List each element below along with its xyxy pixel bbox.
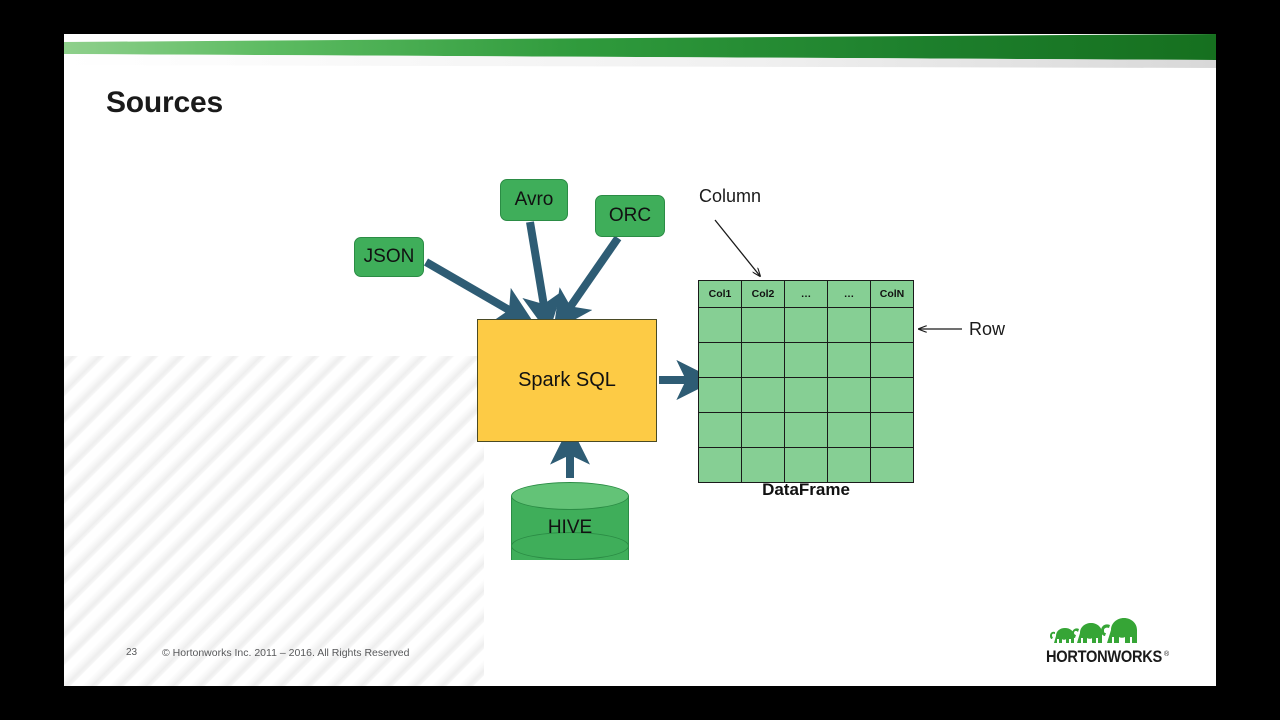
hive-cylinder-bottom (511, 532, 629, 560)
hortonworks-logo: HORTONWORKS ® (1046, 618, 1170, 666)
source-box-json[interactable]: JSON (354, 237, 424, 277)
dataframe-cell (827, 377, 871, 413)
arrow-orc-to-sparksql (553, 235, 622, 332)
source-box-avro-label: Avro (514, 189, 554, 210)
dataframe-cell (741, 307, 785, 343)
table-row (698, 412, 914, 448)
dataframe-cell (698, 412, 742, 448)
dataframe-col-header: Col2 (741, 280, 785, 308)
dataframe-cell (784, 307, 828, 343)
dataframe-col-header: ColN (870, 280, 914, 308)
source-box-orc[interactable]: ORC (595, 195, 665, 237)
dataframe-cell (827, 307, 871, 343)
table-row (698, 342, 914, 378)
source-box-avro[interactable]: Avro (500, 179, 568, 221)
source-box-orc-label: ORC (608, 205, 652, 226)
spark-sql-box[interactable]: Spark SQL (477, 319, 657, 442)
slide-copyright: © Hortonworks Inc. 2011 – 2016. All Righ… (162, 647, 410, 659)
dataframe-cell (741, 342, 785, 378)
sources-diagram: JSON Avro ORC Spark SQL HIVE (64, 34, 1216, 686)
arrow-avro-to-sparksql (522, 221, 562, 335)
dataframe-table: Col1 Col2 … … ColN (698, 280, 914, 483)
presentation-slide: Sources (64, 34, 1216, 686)
dataframe-cell (870, 447, 914, 483)
dataframe-col-header: … (827, 280, 871, 308)
arrow-json-to-sparksql (423, 258, 536, 326)
source-box-json-label: JSON (363, 246, 415, 267)
dataframe-cell (870, 377, 914, 413)
dataframe-cell (784, 447, 828, 483)
dataframe-cell (698, 307, 742, 343)
logo-trademark: ® (1164, 650, 1170, 658)
dataframe-cell (698, 447, 742, 483)
dataframe-header-row: Col1 Col2 … … ColN (698, 280, 914, 308)
dataframe-caption: DataFrame (762, 480, 850, 499)
table-row (698, 307, 914, 343)
dataframe-cell (827, 412, 871, 448)
spark-sql-label: Spark SQL (518, 369, 616, 391)
dataframe-cell (784, 412, 828, 448)
dataframe-cell (698, 377, 742, 413)
table-row (698, 447, 914, 483)
diagram-arrows-layer (423, 219, 962, 478)
dataframe-col-header: Col1 (698, 280, 742, 308)
elephant-icon (1050, 618, 1137, 643)
dataframe-cell (870, 342, 914, 378)
slide-top-banner (64, 34, 1216, 68)
page-title: Sources (106, 86, 223, 119)
dataframe-cell (870, 412, 914, 448)
dataframe-cell (741, 377, 785, 413)
dataframe-col-header: … (784, 280, 828, 308)
hive-cylinder[interactable]: HIVE (511, 482, 629, 575)
dataframe-cell (827, 447, 871, 483)
dataframe-cell (741, 447, 785, 483)
dataframe-cell (784, 342, 828, 378)
slide-page-number: 23 (126, 647, 138, 658)
annotation-row-label: Row (969, 319, 1006, 339)
table-row (698, 377, 914, 413)
dataframe-cell (698, 342, 742, 378)
logo-wordmark: HORTONWORKS (1046, 648, 1162, 666)
dataframe-cell (870, 307, 914, 343)
hive-label: HIVE (547, 517, 593, 538)
hive-cylinder-top (511, 482, 629, 510)
arrow-column-annotation (714, 219, 760, 276)
annotation-column-label: Column (699, 186, 762, 206)
dataframe-cell (741, 412, 785, 448)
dataframe-cell (784, 377, 828, 413)
dataframe-cell (827, 342, 871, 378)
